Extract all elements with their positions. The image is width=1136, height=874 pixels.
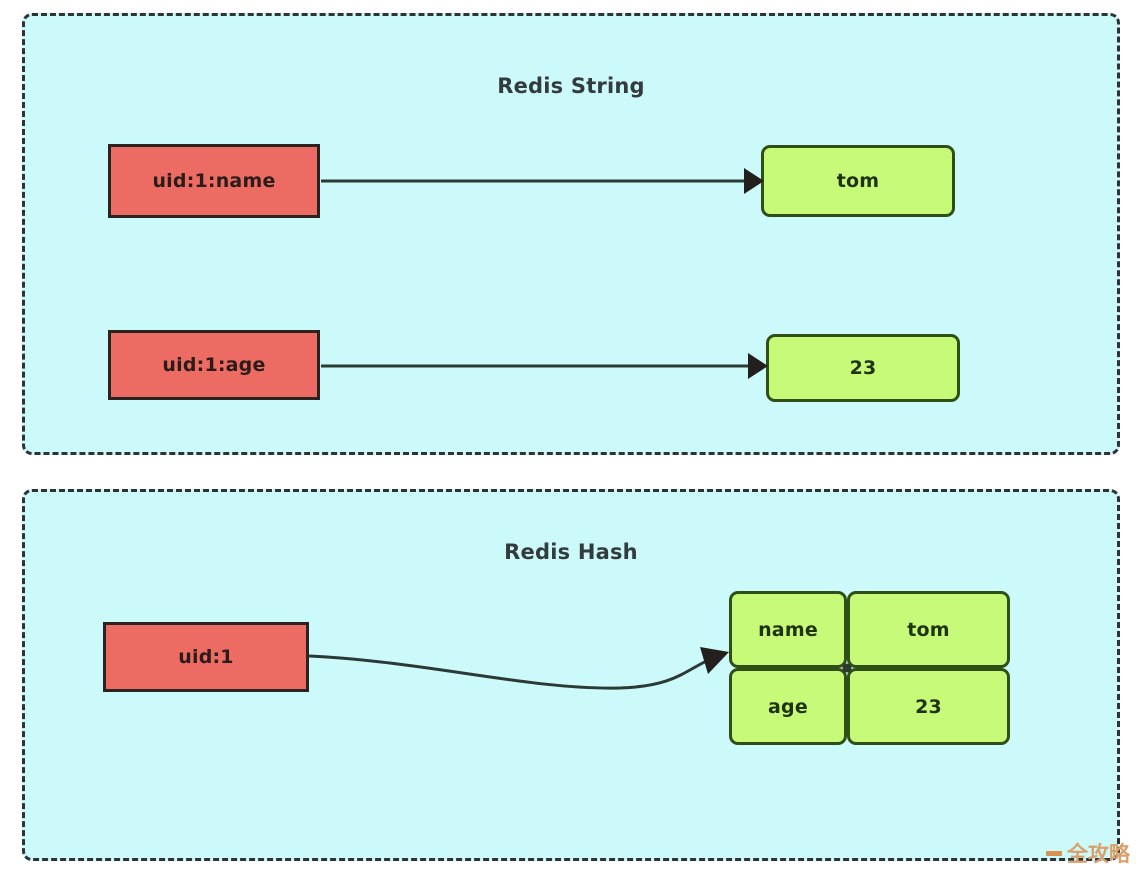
hash-value-cell-23: 23 [847, 668, 1010, 745]
string-value-box-23: 23 [766, 334, 960, 402]
watermark-dash-icon [1046, 850, 1062, 856]
hash-field-cell-age: age [729, 668, 847, 745]
string-key-box-uid-1-name: uid:1:name [108, 144, 320, 218]
redis-hash-title: Redis Hash [504, 540, 638, 564]
string-key-box-uid-1-age: uid:1:age [108, 330, 320, 400]
string-value-box-tom: tom [761, 145, 955, 217]
hash-value-cell-tom: tom [847, 591, 1010, 668]
redis-string-title: Redis String [497, 74, 645, 98]
hash-key-box-uid-1: uid:1 [103, 622, 309, 692]
hash-field-cell-name: name [729, 591, 847, 668]
watermark-text: 全攻略 [1067, 842, 1130, 866]
watermark: 全攻略 [1046, 838, 1130, 868]
